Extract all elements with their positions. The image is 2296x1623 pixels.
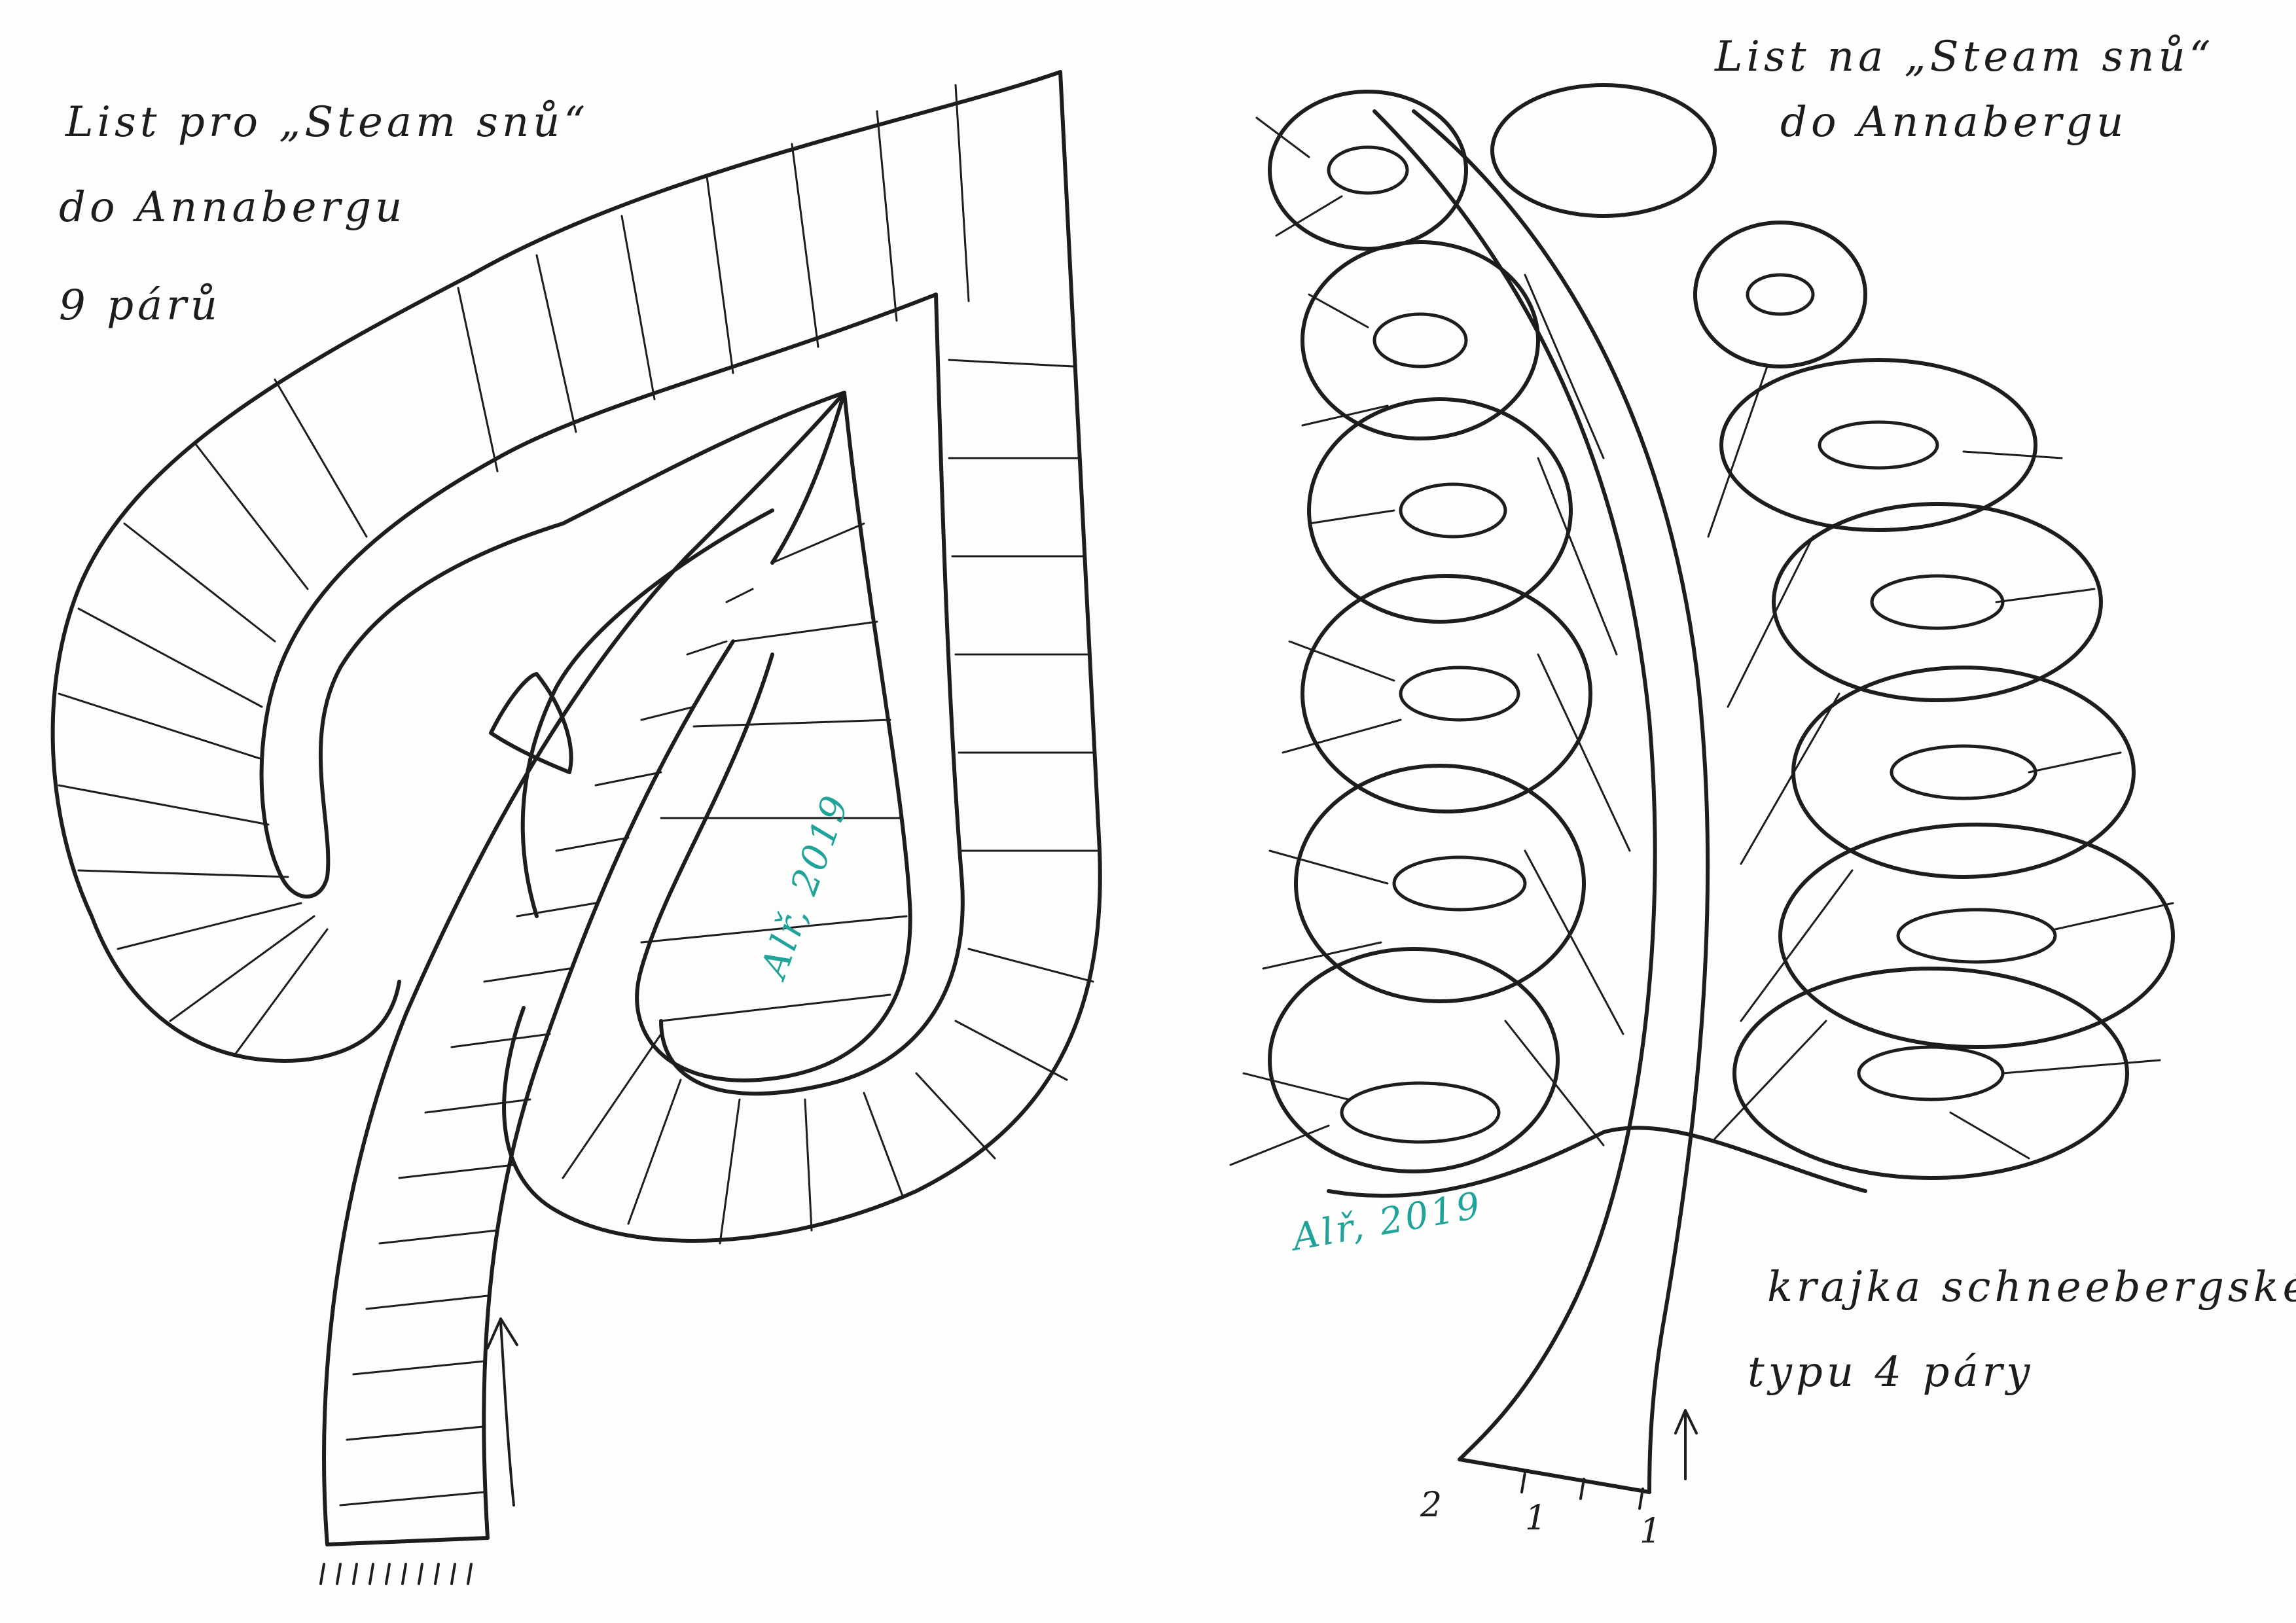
right-title-line2: do Annabergu bbox=[1780, 98, 2128, 147]
right-leaf-stem-base bbox=[1458, 1457, 1651, 1494]
right-leaf-left-lobes bbox=[1268, 90, 1592, 1173]
right-leaf-arrow bbox=[1674, 1409, 1698, 1480]
right-leaf-right-eyes bbox=[1746, 273, 2057, 1101]
right-pair-mark-3: 1 bbox=[1640, 1512, 1662, 1551]
left-leaf-stem-right bbox=[482, 639, 735, 1540]
left-leaf-outer-band-inner bbox=[259, 293, 938, 899]
right-leaf-base-ticks bbox=[1520, 1471, 1644, 1510]
right-leaf-right-lobes bbox=[1490, 83, 2175, 1180]
left-leaf-stem-base bbox=[325, 1536, 490, 1546]
right-pair-mark-2: 1 bbox=[1525, 1499, 1547, 1538]
right-leaf-pattern bbox=[1229, 83, 2175, 1510]
left-leaf-middle-band bbox=[561, 391, 846, 565]
right-leaf-bottom-band bbox=[1327, 1126, 1867, 1198]
left-leaf-right-band-inner bbox=[659, 293, 965, 1096]
right-leaf-stem-right bbox=[1412, 109, 1710, 1494]
right-title-line1: List na „Steam snů“ bbox=[1715, 33, 2215, 81]
left-leaf-eye bbox=[489, 672, 573, 774]
right-lace-type-line1: krajka schneebergskék bbox=[1767, 1263, 2296, 1311]
right-lace-type-line2: typu 4 páry bbox=[1748, 1348, 2034, 1397]
left-leaf-middle-inner bbox=[520, 508, 774, 918]
left-leaf-arrow bbox=[486, 1317, 518, 1507]
left-title-line1: List pro „Steam snů“ bbox=[65, 98, 590, 147]
right-leaf-left-eyes bbox=[1327, 145, 1527, 1144]
right-leaf-stem-left bbox=[1372, 109, 1657, 1461]
left-leaf-hatching bbox=[58, 84, 1100, 1507]
left-leaf-pair-ticks bbox=[319, 1563, 473, 1585]
left-leaf-outer-edge bbox=[50, 70, 1062, 1063]
left-title-line2: do Annabergu bbox=[59, 183, 406, 232]
left-leaf-stem-left bbox=[322, 391, 846, 1546]
left-leaf-right-band-outer bbox=[502, 70, 1102, 1243]
left-leaf-inner-drop bbox=[635, 391, 912, 1082]
right-leaf-spikes bbox=[1229, 116, 2174, 1166]
right-pair-mark-1: 2 bbox=[1420, 1486, 1443, 1525]
left-pairs-count: 9 párů bbox=[59, 281, 221, 330]
left-leaf-pattern bbox=[50, 70, 1102, 1585]
